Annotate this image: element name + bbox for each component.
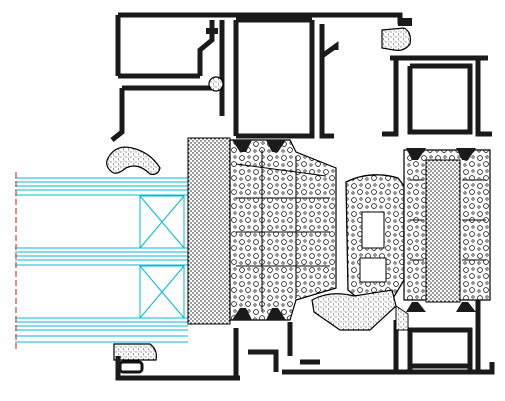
profile-clips xyxy=(232,140,476,320)
insulating-foam-core xyxy=(187,137,231,325)
glazing-spacers xyxy=(139,195,185,319)
top-right-clip xyxy=(381,18,412,51)
double-glazing-unit xyxy=(15,172,188,352)
aluminium-profile xyxy=(110,12,495,381)
thermal-break-ribs-right xyxy=(410,179,486,261)
thermal-break-ribs-left xyxy=(235,150,330,312)
top-glazing-gasket xyxy=(106,146,161,175)
lower-seal-tip xyxy=(395,305,409,331)
right-foam-core xyxy=(425,159,461,303)
bottom-gasket-clip xyxy=(118,360,144,374)
glass-pane-lines xyxy=(15,177,188,343)
lower-weather-seal xyxy=(311,289,397,331)
center-chamber xyxy=(361,211,385,249)
small-seal-left xyxy=(206,28,224,92)
center-chamber-lower xyxy=(359,257,387,283)
bottom-glazing-gasket xyxy=(113,343,157,361)
thermal-break-insert-left xyxy=(229,139,337,321)
